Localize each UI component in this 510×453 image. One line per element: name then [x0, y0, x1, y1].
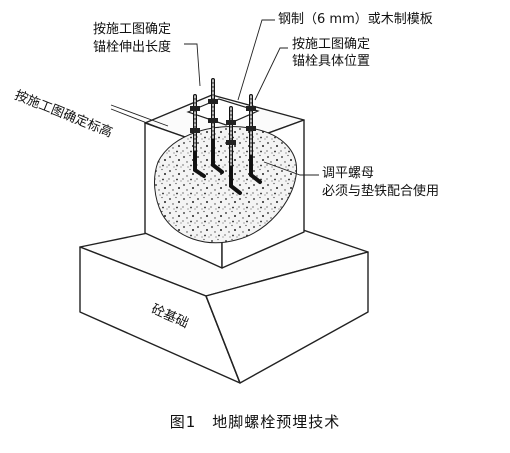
anchor-bolt-1	[190, 94, 206, 178]
label-leveling-nut-line2: 必须与垫铁配合使用	[322, 184, 440, 199]
label-anchor-length-line2: 锚栓伸出长度	[93, 40, 172, 55]
anchor-bolt-2	[208, 78, 224, 174]
grout-fill	[154, 126, 298, 244]
figure-caption: 图1 地脚螺栓预埋技术	[169, 413, 341, 431]
label-position-line2: 锚栓具体位置	[292, 54, 371, 69]
label-leveling-nut-line1: 调平螺母	[322, 166, 375, 181]
label-template: 钢制（6 mm）或木制模板	[278, 12, 433, 27]
label-position-line1: 按施工图确定	[292, 37, 371, 52]
anchor-bolts	[190, 78, 262, 195]
anchor-bolt-3	[226, 106, 242, 195]
anchor-bolt-4	[246, 94, 262, 184]
label-anchor-length-line1: 按施工图确定	[93, 22, 172, 37]
leader-lines	[110, 19, 319, 176]
